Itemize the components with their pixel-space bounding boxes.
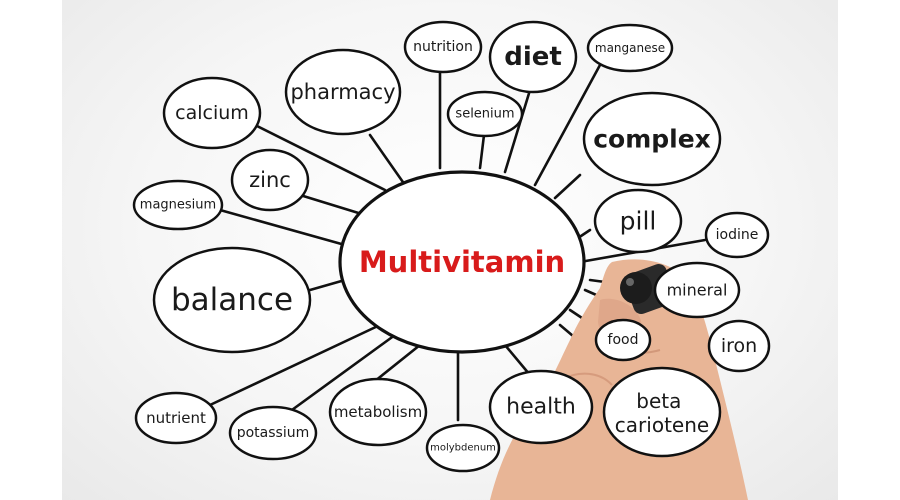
connector-nutrient [208,323,382,407]
node-label-zinc: zinc [249,168,291,192]
connector-zinc [298,193,367,217]
node-label-mineral: mineral [667,281,728,300]
marker-cap [620,272,652,304]
node-label-magnesium: magnesium [140,198,216,213]
node-label-selenium: selenium [455,107,514,122]
node-mineral: mineral [653,261,741,319]
node-nutrient: nutrient [134,391,218,445]
center-title: Multivitamin [359,245,565,279]
node-beta-carotene: beta cariotene [602,366,722,458]
node-label-calcium: calcium [175,102,249,124]
connector-pharmacy [368,133,407,187]
node-label-beta-carotene: beta cariotene [615,389,709,437]
node-food: food [594,318,652,362]
node-selenium: selenium [446,90,524,138]
node-label-diet: diet [504,42,562,72]
node-balance: balance [152,246,312,354]
marker-highlight [626,278,634,286]
node-label-food: food [608,332,639,348]
node-label-potassium: potassium [237,425,310,441]
node-label-iron: iron [721,335,757,357]
node-zinc: zinc [230,148,310,212]
node-health: health [488,369,594,445]
node-iodine: iodine [704,211,770,259]
connector-magnesium [218,208,347,247]
node-pill: pill [593,188,683,254]
center-node: Multivitamin [338,170,586,354]
node-calcium: calcium [162,76,262,150]
connector-health [503,343,532,377]
node-manganese: manganese [586,23,674,73]
node-nutrition: nutrition [403,20,483,74]
node-magnesium: magnesium [132,179,224,231]
connector-complex [553,173,582,200]
node-label-metabolism: metabolism [334,403,422,421]
node-molybdenum: molybdenum [425,423,501,473]
node-diet: diet [488,20,578,94]
node-label-complex: complex [593,125,711,154]
connector-diet [503,88,532,174]
connector-selenium [478,133,486,170]
node-label-nutrient: nutrient [146,409,206,427]
center-ellipse [338,170,586,354]
connector-potassium [283,333,397,417]
node-label-pharmacy: pharmacy [290,80,395,104]
node-label-health: health [506,395,576,420]
node-label-iodine: iodine [716,227,759,243]
node-label-nutrition: nutrition [413,39,473,55]
node-metabolism: metabolism [328,377,428,447]
node-iron: iron [707,319,771,373]
node-label-pill: pill [620,207,657,236]
connector-manganese [533,63,602,187]
node-label-molybdenum: molybdenum [430,443,496,454]
node-potassium: potassium [228,405,318,461]
node-label-balance: balance [171,282,293,318]
connector-calcium [253,123,387,192]
connector-balance [308,278,347,292]
node-pharmacy: pharmacy [284,48,402,136]
node-label-manganese: manganese [595,41,665,55]
node-complex: complex [582,91,722,187]
